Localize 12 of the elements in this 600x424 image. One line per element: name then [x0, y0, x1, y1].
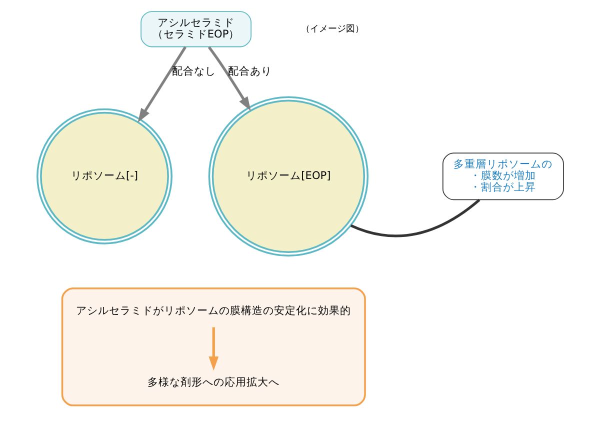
arrow [207, 46, 250, 111]
edge-label: 配合あり [228, 66, 272, 78]
node-box: アシルセラミド （セラミドEOP） [140, 11, 251, 48]
cluster [60, 287, 366, 406]
node-text: アシルセラミドがリポソームの膜構造の安定化に効果的 [76, 304, 351, 317]
node-text: 多様な剤形への応用拡大へ [147, 376, 280, 388]
edge-label: 配合なし [171, 66, 216, 78]
arrow [137, 46, 186, 123]
connector [350, 198, 480, 238]
arrow [208, 327, 218, 371]
label: （イメージ図） [300, 24, 364, 34]
node-box: 多重層リポソームの ・膜数が増加 ・割合が上昇 [442, 152, 564, 200]
